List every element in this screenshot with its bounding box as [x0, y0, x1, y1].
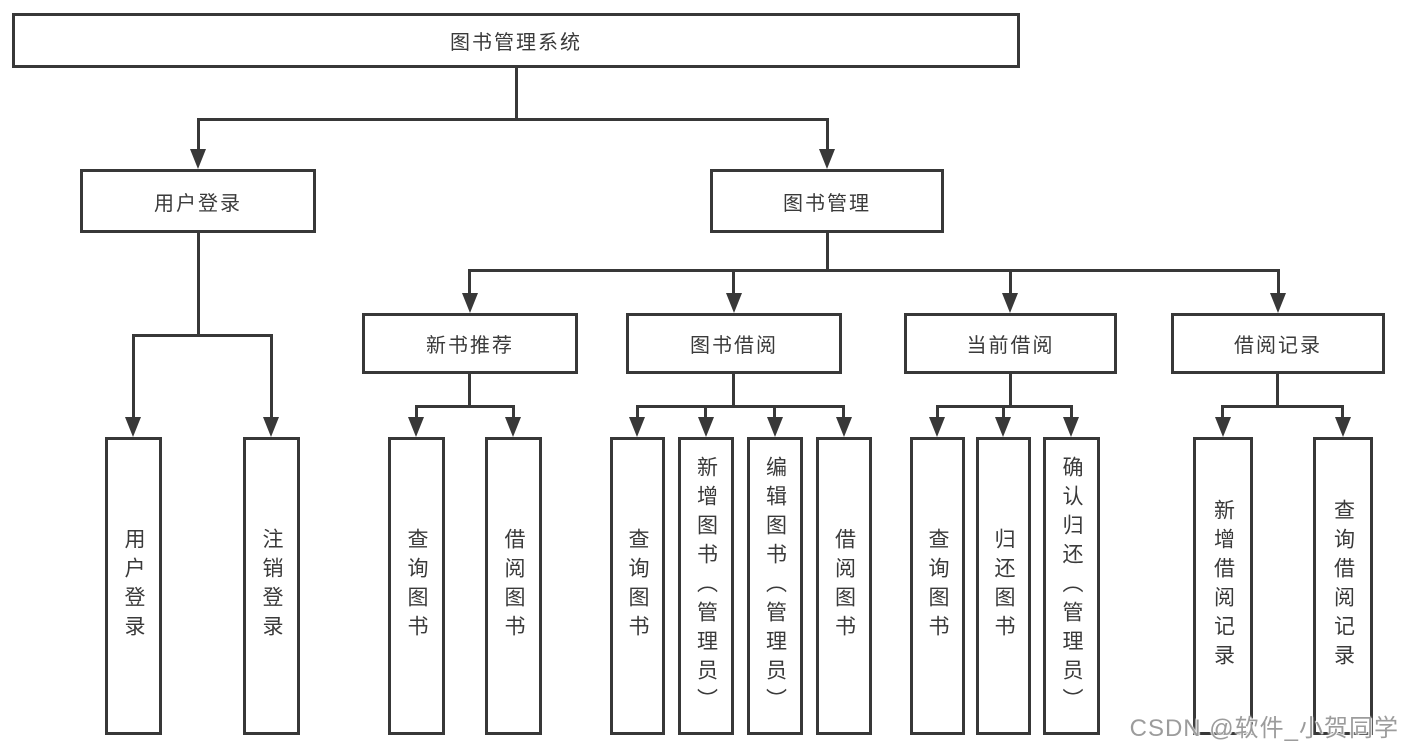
arrow-down-icon	[1270, 293, 1286, 313]
leaf-label: 查询借阅记录	[1331, 499, 1355, 673]
edge-bw-child-stem	[636, 407, 639, 419]
arrow-down-icon	[408, 417, 424, 437]
edge-nb-stem	[468, 374, 471, 407]
leaf-logout: 注销登录	[243, 437, 300, 735]
leaf-label: 借阅图书	[832, 528, 856, 644]
csdn-watermark: CSDN @软件_小贺同学	[1129, 715, 1399, 742]
arrow-down-icon	[767, 417, 783, 437]
edge-user-child-stem	[132, 336, 135, 419]
node-book-management: 图书管理	[710, 169, 944, 233]
leaf-label: 新增图书（管理员）	[694, 455, 718, 717]
edge-bw-child-stem	[773, 407, 776, 419]
leaf-label: 借阅图书	[502, 528, 526, 644]
edge-cur-stem	[1009, 374, 1012, 407]
leaf-label: 查询图书	[926, 528, 950, 644]
edge-book-branch-stem	[826, 233, 829, 271]
arrow-down-icon	[190, 149, 206, 169]
arrow-down-icon	[1215, 417, 1231, 437]
leaf-br-query-record: 查询借阅记录	[1313, 437, 1373, 735]
node-library-system: 图书管理系统	[12, 13, 1020, 68]
edge-bw-stem	[732, 374, 735, 407]
arrow-down-icon	[125, 417, 141, 437]
leaf-bb-edit-books-admin: 编辑图书（管理员）	[747, 437, 803, 735]
arrow-down-icon	[1335, 417, 1351, 437]
edge-rec-child-stem	[1341, 407, 1344, 419]
edge-cur-bar	[936, 405, 1073, 408]
arrow-down-icon	[819, 149, 835, 169]
leaf-label: 归还图书	[992, 528, 1016, 644]
leaf-nb-query-books: 查询图书	[388, 437, 445, 735]
edge-bw-child-stem	[842, 407, 845, 419]
arrow-down-icon	[836, 417, 852, 437]
arrow-down-icon	[995, 417, 1011, 437]
arrow-down-icon	[929, 417, 945, 437]
leaf-cb-return-books: 归还图书	[976, 437, 1031, 735]
edge-rec-bar	[1221, 405, 1344, 408]
edge-book-borrow-stem	[732, 271, 735, 295]
arrow-down-icon	[726, 293, 742, 313]
edge-current-borrow-stem	[1009, 271, 1012, 295]
leaf-label: 确认归还（管理员）	[1060, 455, 1084, 717]
leaf-label: 注销登录	[260, 528, 284, 644]
edge-rec-child-stem	[1221, 407, 1224, 419]
node-user-login: 用户登录	[80, 169, 316, 233]
edge-borrow-records-stem	[1277, 271, 1280, 295]
edge-cur-child-stem	[1070, 407, 1073, 419]
leaf-user-login: 用户登录	[105, 437, 162, 735]
arrow-down-icon	[1063, 417, 1079, 437]
arrow-down-icon	[263, 417, 279, 437]
node-current-borrow: 当前借阅	[904, 313, 1117, 374]
edge-level3-bar	[468, 269, 1280, 272]
leaf-br-add-record: 新增借阅记录	[1193, 437, 1253, 735]
leaf-bb-borrow-books: 借阅图书	[816, 437, 872, 735]
edge-nb-child-stem	[415, 407, 418, 419]
leaf-label: 用户登录	[122, 528, 146, 644]
leaf-label: 编辑图书（管理员）	[763, 455, 787, 717]
edge-bw-bar	[636, 405, 845, 408]
arrow-down-icon	[462, 293, 478, 313]
leaf-cb-confirm-return-admin: 确认归还（管理员）	[1043, 437, 1100, 735]
node-book-borrow: 图书借阅	[626, 313, 842, 374]
leaf-nb-borrow-books: 借阅图书	[485, 437, 542, 735]
leaf-bb-add-books-admin: 新增图书（管理员）	[678, 437, 734, 735]
edge-rec-stem	[1276, 374, 1279, 407]
edge-level2-bar	[197, 118, 829, 121]
edge-user-child-stem	[270, 336, 273, 419]
leaf-label: 查询图书	[405, 528, 429, 644]
edge-user-branch-stem	[197, 233, 200, 336]
edge-user-branch-bar	[132, 334, 273, 337]
arrow-down-icon	[505, 417, 521, 437]
arrow-down-icon	[698, 417, 714, 437]
edge-nb-bar	[415, 405, 515, 408]
leaf-bb-query-books: 查询图书	[610, 437, 665, 735]
node-new-book-recommend: 新书推荐	[362, 313, 578, 374]
arrow-down-icon	[1002, 293, 1018, 313]
edge-new-books-stem	[468, 271, 471, 295]
edge-root-stem	[515, 68, 518, 120]
edge-cur-child-stem	[936, 407, 939, 419]
edge-nb-child-stem	[512, 407, 515, 419]
node-borrow-records: 借阅记录	[1171, 313, 1385, 374]
edge-book-mgmt-stem	[826, 120, 829, 151]
leaf-cb-query-books: 查询图书	[910, 437, 965, 735]
edge-bw-child-stem	[704, 407, 707, 419]
leaf-label: 新增借阅记录	[1211, 499, 1235, 673]
arrow-down-icon	[629, 417, 645, 437]
leaf-label: 查询图书	[626, 528, 650, 644]
edge-user-login-stem	[197, 120, 200, 151]
edge-cur-child-stem	[1002, 407, 1005, 419]
